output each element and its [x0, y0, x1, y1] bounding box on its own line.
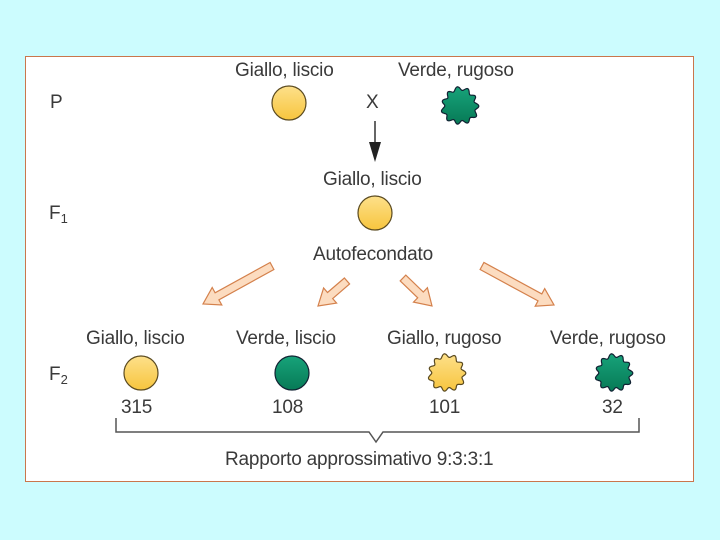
self-cross-label: Autofecondato	[313, 244, 433, 265]
arrow-to-f2-1	[202, 261, 275, 306]
cross-symbol: X	[366, 92, 379, 113]
f1-yellow-smooth-pea	[357, 195, 393, 231]
generation-f1-label: F1	[49, 203, 68, 226]
f2-pea-green-wrinkled	[594, 353, 634, 392]
generation-f2-label: F2	[49, 364, 68, 387]
parent-left-label: Giallo, liscio	[235, 60, 334, 81]
ratio-bracket	[115, 418, 640, 444]
arrow-to-f2-2	[317, 277, 351, 307]
parent-yellow-smooth-pea	[271, 85, 307, 121]
parent-green-wrinkled-pea	[440, 86, 480, 125]
f2-pea-yellow-smooth	[123, 355, 159, 391]
generation-f2-base: F	[49, 364, 61, 385]
generation-f2-sub: 2	[60, 372, 68, 387]
parent-right-label: Verde, rugoso	[398, 60, 514, 81]
f2-label-1: Giallo, liscio	[86, 328, 185, 349]
arrow-to-f2-4	[479, 261, 555, 307]
f2-count-2: 108	[272, 397, 304, 418]
f2-count-1: 315	[121, 397, 153, 418]
f2-count-4: 32	[602, 397, 623, 418]
f2-pea-green-smooth	[274, 355, 310, 391]
cross-arrow-head	[369, 142, 381, 162]
generation-f1-base: F	[49, 203, 61, 224]
f2-pea-yellow-wrinkled	[427, 353, 467, 392]
ratio-label: Rapporto approssimativo 9:3:3:1	[225, 449, 494, 470]
f2-label-3: Giallo, rugoso	[387, 328, 502, 349]
generation-p-label: P	[50, 92, 63, 114]
f2-label-2: Verde, liscio	[236, 328, 336, 349]
generation-p-text: P	[50, 92, 63, 113]
f1-label: Giallo, liscio	[323, 169, 422, 190]
f2-arrows	[202, 261, 555, 307]
diagram-panel	[25, 56, 694, 482]
f2-count-3: 101	[429, 397, 461, 418]
f2-label-4: Verde, rugoso	[550, 328, 666, 349]
generation-f1-sub: 1	[60, 211, 68, 226]
arrow-to-f2-3	[399, 274, 433, 307]
